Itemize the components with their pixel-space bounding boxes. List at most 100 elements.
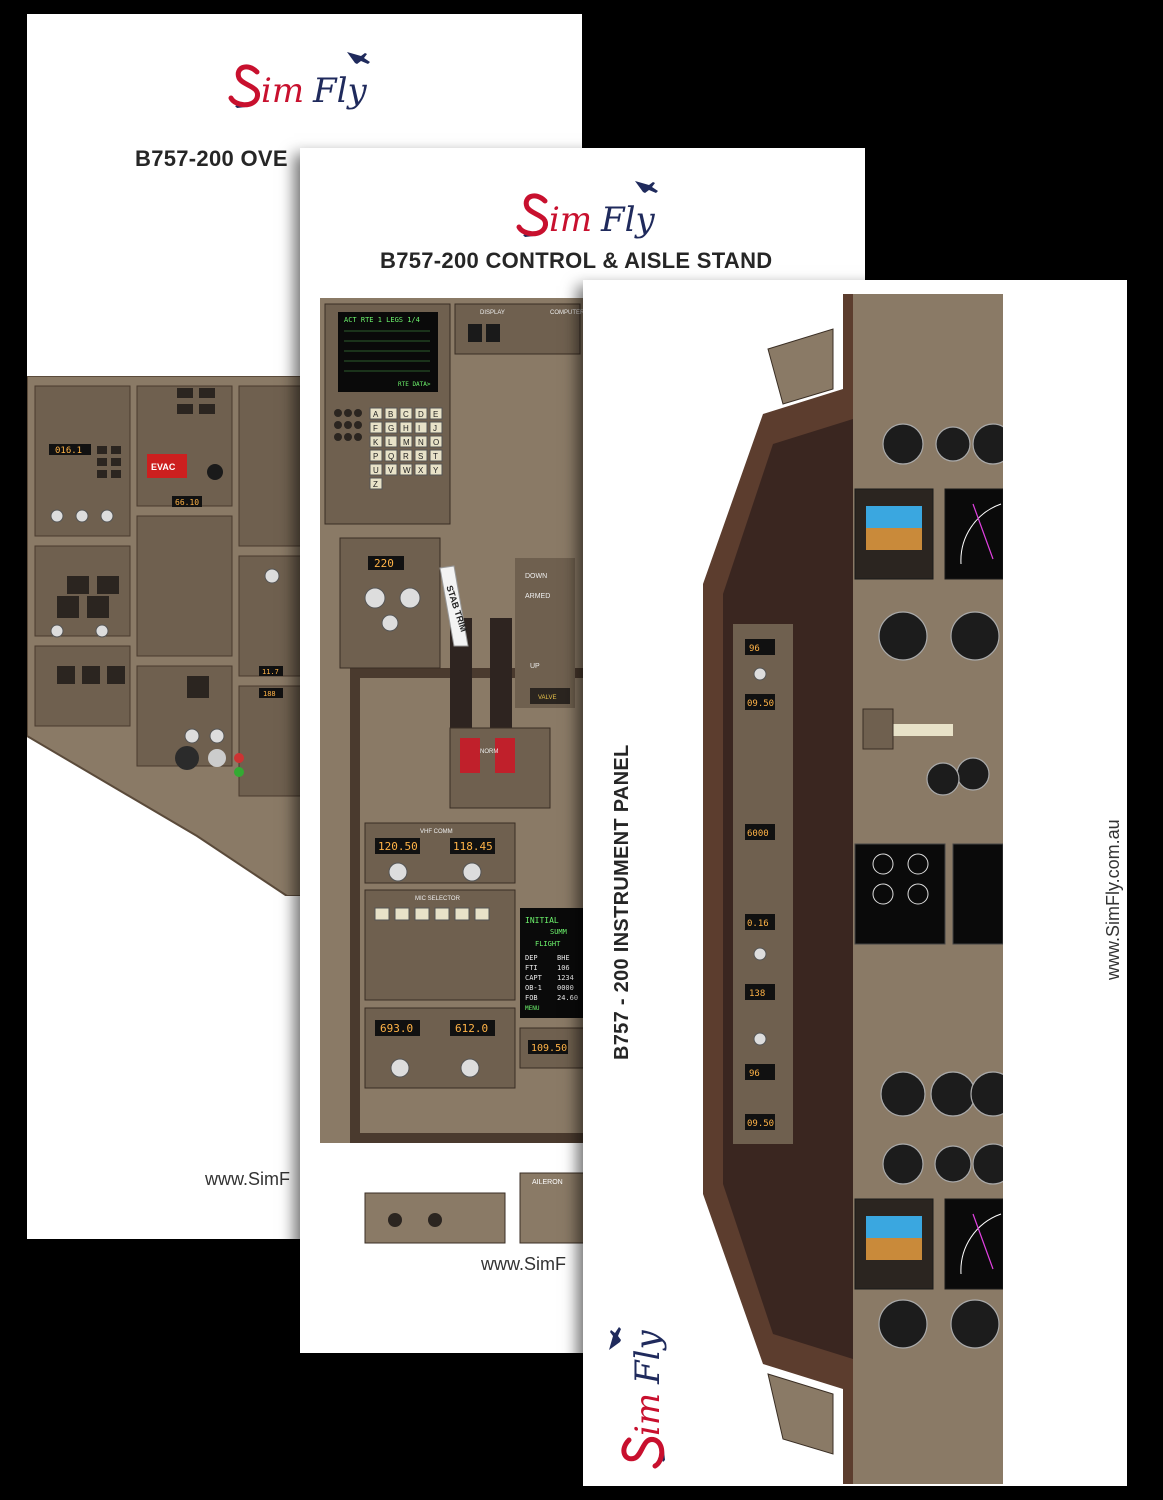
- acars-row-key: DEP: [525, 954, 538, 962]
- fmc-num-key[interactable]: [334, 409, 342, 417]
- svg-text:Fly: Fly: [600, 200, 655, 240]
- acars-row-value: 106: [557, 964, 570, 972]
- fmc-key[interactable]: [369, 421, 383, 434]
- svg-text:im: im: [261, 71, 304, 111]
- fmc-num-key[interactable]: [344, 421, 352, 429]
- acars-row-value: BHE: [557, 954, 570, 962]
- eng-readout-7: 09.50: [747, 1119, 774, 1129]
- alt-select-readout: 220: [374, 557, 394, 570]
- fmc-key-label: I: [418, 424, 420, 433]
- altn-readout: 11.7: [262, 668, 279, 676]
- fmc-key[interactable]: [429, 449, 443, 462]
- valve-label: VALVE: [538, 695, 556, 701]
- fmc-key-label: M: [403, 438, 410, 447]
- vhf-right-readout: 118.45: [453, 840, 493, 853]
- fmc-num-key[interactable]: [334, 433, 342, 441]
- fmc-num-key[interactable]: [344, 409, 352, 417]
- adf-left-readout: 693.0: [380, 1022, 413, 1035]
- simfly-logo: im Fly: [516, 181, 658, 240]
- fmc-key[interactable]: [414, 421, 428, 434]
- fmc-num-key[interactable]: [354, 409, 362, 417]
- fmc-key[interactable]: [414, 407, 428, 420]
- eng-readout-1: 96: [749, 644, 760, 654]
- flap-down-label: DOWN: [525, 573, 547, 580]
- eng-readout-6: 96: [749, 1069, 760, 1079]
- flap-up-label: UP: [530, 663, 540, 670]
- fmc-key[interactable]: [399, 435, 413, 448]
- fmc-key[interactable]: [414, 463, 428, 476]
- vhf-left-readout: 120.50: [378, 840, 418, 853]
- fmc-num-key[interactable]: [354, 421, 362, 429]
- fmc-key[interactable]: [399, 407, 413, 420]
- fmc-key[interactable]: [384, 421, 398, 434]
- acars-sub: SUMM: [550, 928, 567, 936]
- fmc-key[interactable]: [384, 449, 398, 462]
- instrument-panel-artwork: 96 09.50 6000 0.16 138 96 09.50: [703, 294, 1003, 1484]
- fmc-key[interactable]: [414, 449, 428, 462]
- overhead-title: B757-200 OVE: [135, 146, 288, 171]
- fmc-key-label: Q: [388, 452, 394, 461]
- armed-label: ARMED: [525, 593, 550, 600]
- control-url: www.SimF: [481, 1254, 566, 1274]
- fmc-key[interactable]: [399, 449, 413, 462]
- fmc-key[interactable]: [384, 463, 398, 476]
- acars-row-key: FOB: [525, 994, 538, 1002]
- eng-readout-2: 09.50: [747, 699, 774, 709]
- acars-row-key: CAPT: [525, 974, 543, 982]
- fmc-key-label: U: [373, 466, 379, 475]
- fmc-key-label: D: [418, 410, 424, 419]
- fmc-num-key[interactable]: [344, 433, 352, 441]
- fmc-num-key[interactable]: [354, 433, 362, 441]
- fmc-key[interactable]: [369, 407, 383, 420]
- fmc-key[interactable]: [369, 435, 383, 448]
- fmc-key[interactable]: [429, 407, 443, 420]
- fmc-key[interactable]: [369, 477, 383, 490]
- fmc-key[interactable]: [399, 463, 413, 476]
- fmc-key-label: B: [388, 410, 393, 419]
- fmc-key-label: Y: [433, 466, 439, 475]
- fmc-key[interactable]: [399, 421, 413, 434]
- acars-flight: FLIGHT: [535, 940, 561, 948]
- fmc-key[interactable]: [384, 435, 398, 448]
- evac-label: EVAC: [151, 462, 176, 472]
- fmc-key-label: C: [403, 410, 409, 419]
- mic-selector-label: MIC SELECTOR: [415, 896, 461, 902]
- eng-readout-3: 6000: [747, 829, 769, 839]
- simfly-logo: im Fly: [228, 52, 370, 111]
- eng-readout-4: 0.16: [747, 919, 769, 929]
- altn2-readout: 188: [263, 690, 276, 698]
- fmc-key[interactable]: [369, 449, 383, 462]
- svg-text:Fly: Fly: [312, 71, 367, 111]
- vhf-comm-label: VHF COMM: [420, 829, 453, 835]
- fmc-key[interactable]: [429, 435, 443, 448]
- fmc-key[interactable]: [429, 463, 443, 476]
- svg-text:Fly: Fly: [628, 1330, 668, 1385]
- fmc-key[interactable]: [384, 407, 398, 420]
- fmc-key[interactable]: [369, 463, 383, 476]
- fmc-key-label: P: [373, 452, 378, 461]
- aux-readout: 109.50: [531, 1043, 567, 1054]
- display-label: DISPLAY: [480, 310, 505, 316]
- overhead-url: www.SimF: [205, 1169, 290, 1189]
- fmc-key-label: R: [403, 452, 409, 461]
- fmc-key-label: T: [433, 452, 438, 461]
- fmc-key-label: A: [373, 410, 379, 419]
- fmc-key-label: S: [418, 452, 423, 461]
- fmc-key[interactable]: [414, 435, 428, 448]
- fmc-key-label: K: [373, 438, 379, 447]
- fmc-key-label: E: [433, 410, 438, 419]
- fmc-num-key[interactable]: [334, 421, 342, 429]
- fmc-key-label: V: [388, 466, 394, 475]
- fmc-header: ACT RTE 1 LEGS 1/4: [344, 316, 420, 324]
- acars-row-value: 24.60: [557, 994, 578, 1002]
- fmc-key[interactable]: [429, 421, 443, 434]
- overhead-freq-readout: 016.1: [55, 446, 82, 456]
- fmc-key-label: W: [403, 466, 411, 475]
- instrument-panel-sheet: 96 09.50 6000 0.16 138 96 09.50 B757 - 2…: [583, 280, 1127, 1486]
- control-title: B757-200 CONTROL & AISLE STAND: [380, 248, 773, 273]
- norm-label: NORM: [480, 749, 498, 755]
- fmc-key-label: L: [388, 438, 393, 447]
- acars-row-key: FTI: [525, 964, 538, 972]
